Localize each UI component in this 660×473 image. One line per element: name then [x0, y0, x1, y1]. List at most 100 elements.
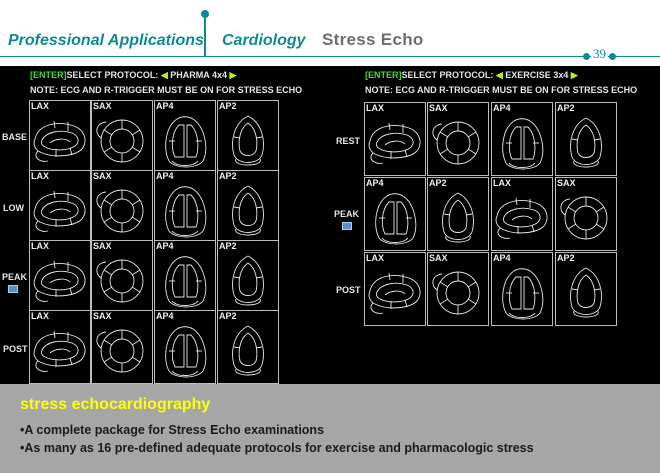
view-label: AP4 [493, 253, 511, 263]
row-label-low: LOW [3, 203, 24, 213]
ap4-diagram [502, 118, 544, 170]
view-label: AP2 [219, 311, 237, 321]
view-label: SAX [93, 171, 112, 181]
slide-header: Professional Applications Cardiology Str… [0, 0, 660, 66]
summary-title: stress echocardiography [20, 396, 211, 413]
view-cell-sax[interactable]: SAX [91, 170, 153, 244]
view-cell-ap2[interactable]: AP2 [217, 310, 279, 384]
view-cell-ap4[interactable]: AP4 [154, 170, 216, 244]
view-cell-lax[interactable]: LAX [29, 240, 91, 314]
view-cell-ap4[interactable]: AP4 [154, 240, 216, 314]
view-cell-ap4[interactable]: AP4 [364, 177, 426, 251]
heart-monitor-icon [8, 285, 18, 293]
ap2-diagram [442, 192, 474, 243]
right-protocol-line: [ENTER]SELECT PROTOCOL: ◀ EXERCISE 3x4 ▶ [365, 70, 578, 80]
ap4-diagram [502, 268, 544, 320]
view-label: LAX [31, 171, 49, 181]
view-label: AP2 [557, 103, 575, 113]
sax-diagram [96, 259, 144, 303]
view-cell-ap2[interactable]: AP2 [427, 177, 489, 251]
view-cell-lax[interactable]: LAX [29, 170, 91, 244]
view-label: LAX [31, 311, 49, 321]
ap2-diagram [232, 185, 264, 236]
view-cell-ap2[interactable]: AP2 [555, 252, 617, 326]
section-title: Professional Applications [8, 32, 204, 49]
view-cell-sax[interactable]: SAX [91, 100, 153, 174]
header-rule [0, 56, 660, 57]
right-arrow-icon[interactable]: ▶ [570, 70, 578, 80]
lax-diagram [33, 260, 86, 302]
ap4-diagram [165, 256, 207, 308]
left-arrow-icon[interactable]: ◀ [495, 70, 503, 80]
view-cell-sax[interactable]: SAX [91, 310, 153, 384]
view-label: AP2 [557, 253, 575, 263]
view-cell-lax[interactable]: LAX [29, 100, 91, 174]
ap2-diagram [570, 117, 602, 168]
view-label: SAX [93, 101, 112, 111]
ap4-diagram [165, 186, 207, 238]
view-label: LAX [493, 178, 511, 188]
view-cell-sax[interactable]: SAX [427, 252, 489, 326]
view-label: SAX [93, 311, 112, 321]
view-label: AP4 [156, 101, 174, 111]
ap4-diagram [165, 326, 207, 378]
lax-diagram [33, 330, 86, 372]
row-label-post: POST [3, 344, 28, 354]
select-protocol-label: SELECT PROTOCOL: [66, 70, 159, 80]
right-note: NOTE: ECG AND R-TRIGGER MUST BE ON FOR S… [365, 85, 638, 95]
right-arrow-icon[interactable]: ▶ [229, 70, 237, 80]
view-cell-ap4[interactable]: AP4 [491, 252, 553, 326]
view-cell-lax[interactable]: LAX [491, 177, 553, 251]
view-label: AP4 [366, 178, 384, 188]
view-label: LAX [366, 103, 384, 113]
protocol-name: PHARMA 4x4 [170, 70, 227, 80]
view-cell-ap2[interactable]: AP2 [217, 170, 279, 244]
heart-monitor-icon [342, 222, 352, 230]
view-label: AP2 [219, 171, 237, 181]
page-title: Stress Echo [322, 30, 424, 49]
ap2-diagram [570, 267, 602, 318]
view-cell-lax[interactable]: LAX [364, 252, 426, 326]
view-cell-sax[interactable]: SAX [427, 102, 489, 176]
row-label-rest: REST [336, 136, 361, 146]
view-cell-ap2[interactable]: AP2 [217, 100, 279, 174]
view-cell-ap2[interactable]: AP2 [555, 102, 617, 176]
lax-diagram [33, 190, 86, 232]
view-cell-ap4[interactable]: AP4 [491, 102, 553, 176]
rule-dot-left [583, 53, 590, 60]
left-arrow-icon[interactable]: ◀ [160, 70, 168, 80]
view-label: LAX [31, 241, 49, 251]
view-label: SAX [93, 241, 112, 251]
row-label-base: BASE [2, 132, 28, 142]
ap2-diagram [232, 255, 264, 306]
ap4-diagram [375, 193, 417, 245]
view-cell-sax[interactable]: SAX [91, 240, 153, 314]
view-label: SAX [429, 253, 448, 263]
summary-bullet: •As many as 16 pre-defined adequate prot… [20, 441, 534, 455]
view-label: AP4 [493, 103, 511, 113]
select-protocol-label: SELECT PROTOCOL: [401, 70, 494, 80]
left-protocol-line: [ENTER]SELECT PROTOCOL: ◀ PHARMA 4x4 ▶ [30, 70, 236, 80]
header-divider [204, 14, 206, 56]
view-cell-ap4[interactable]: AP4 [154, 310, 216, 384]
view-cell-sax[interactable]: SAX [555, 177, 617, 251]
enter-key-label: [ENTER] [30, 70, 67, 80]
lax-diagram [33, 120, 86, 162]
ap4-diagram [165, 116, 207, 168]
view-label: SAX [557, 178, 576, 188]
enter-key-label: [ENTER] [365, 70, 402, 80]
sax-diagram [96, 189, 144, 233]
view-label: AP4 [156, 241, 174, 251]
sax-diagram [96, 119, 144, 163]
view-cell-lax[interactable]: LAX [364, 102, 426, 176]
left-note: NOTE: ECG AND R-TRIGGER MUST BE ON FOR S… [30, 85, 303, 95]
view-cell-ap2[interactable]: AP2 [217, 240, 279, 314]
sax-diagram [560, 196, 608, 240]
view-cell-lax[interactable]: LAX [29, 310, 91, 384]
protocol-name: EXERCISE 3x4 [505, 70, 569, 80]
view-cell-ap4[interactable]: AP4 [154, 100, 216, 174]
ultrasound-screen: [ENTER]SELECT PROTOCOL: ◀ PHARMA 4x4 ▶ N… [0, 66, 660, 384]
view-label: SAX [429, 103, 448, 113]
view-label: AP4 [156, 311, 174, 321]
row-label-post: POST [336, 285, 361, 295]
